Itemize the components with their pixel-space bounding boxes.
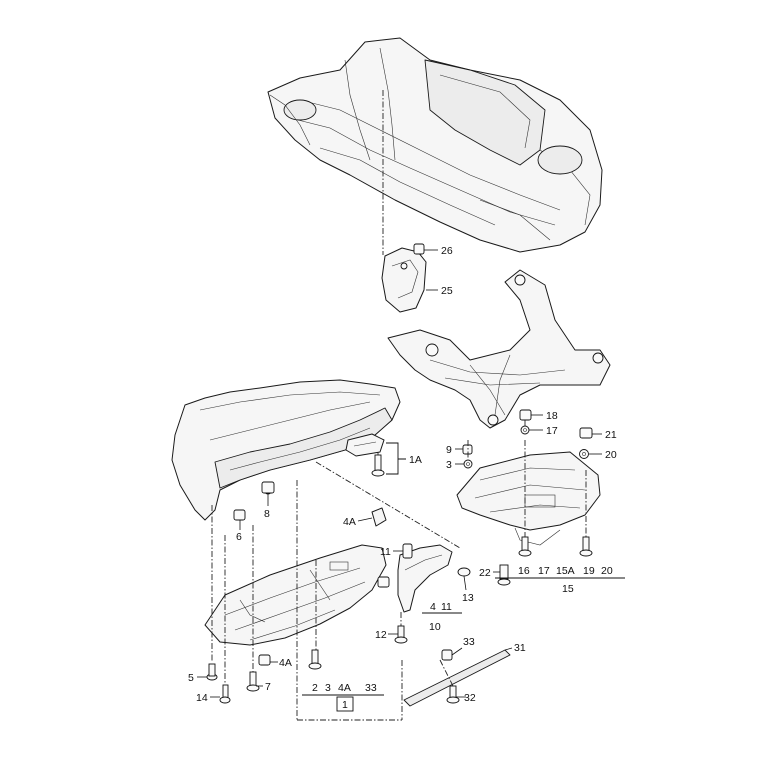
- clip-11: [402, 543, 413, 559]
- bracket-1A: [345, 433, 385, 457]
- group-brackets: [302, 442, 625, 696]
- screw-13: [457, 567, 471, 577]
- callout-4A-group: 4A: [338, 682, 351, 694]
- screw-14: [219, 684, 231, 704]
- callout-11: 11: [441, 601, 452, 613]
- seal-strip-31: [403, 649, 511, 707]
- screw-19: [579, 536, 593, 557]
- bolt-22: [497, 564, 511, 586]
- screw-2: [308, 649, 322, 670]
- washer-17: [520, 425, 530, 435]
- callout-15A: 15A: [556, 565, 575, 577]
- screw-1A: [371, 454, 385, 477]
- callout-1A: 1A: [409, 454, 422, 466]
- clip-33: [441, 649, 453, 661]
- callout-16: 16: [518, 565, 530, 577]
- leader-lines: [197, 249, 602, 698]
- assembly-lines: [211, 420, 587, 721]
- screw-12: [394, 625, 408, 644]
- washer-5: [206, 663, 218, 681]
- bracket-25: [381, 247, 427, 313]
- callout-7: 7: [265, 681, 271, 693]
- fasteners: [206, 409, 593, 704]
- underbody-panel-15: [456, 451, 601, 546]
- callout-22: 22: [479, 567, 491, 579]
- callout-labels: 26 25 18 17 21 20 9 3 1A 8 6 4A 11 22 13…: [188, 245, 617, 712]
- callout-1-box: [336, 696, 354, 712]
- callout-6: 6: [236, 531, 242, 543]
- callout-14: 14: [196, 692, 208, 704]
- washer-3: [463, 459, 473, 469]
- washer-20: [579, 449, 589, 459]
- callout-9: 9: [446, 444, 452, 456]
- side-panel-10: [397, 544, 453, 613]
- callout-32: 32: [464, 692, 476, 704]
- callout-2: 2: [312, 682, 318, 694]
- callout-15: 15: [562, 583, 574, 595]
- callout-4: 4: [430, 601, 436, 613]
- callout-21: 21: [605, 429, 617, 441]
- callout-31: 31: [514, 642, 526, 654]
- nut-26: [413, 243, 425, 255]
- callout-17-group: 17: [538, 565, 550, 577]
- screw-16: [518, 536, 532, 557]
- callout-26: 26: [441, 245, 453, 257]
- noise-insulation-tray-1: [204, 544, 387, 646]
- bracket-4A-top: [371, 507, 387, 527]
- callout-8: 8: [264, 508, 270, 520]
- callout-33-group: 33: [365, 682, 377, 694]
- clip-18: [519, 409, 532, 421]
- callout-10: 10: [429, 621, 441, 633]
- callout-12: 12: [375, 629, 387, 641]
- screw-7: [246, 671, 260, 692]
- callout-13: 13: [462, 592, 474, 604]
- callout-3: 3: [446, 459, 452, 471]
- callout-20: 20: [605, 449, 617, 461]
- nut-4A-left: [258, 654, 271, 666]
- callout-18: 18: [546, 410, 558, 422]
- vehicle-floor-pan: [267, 37, 603, 253]
- callout-5: 5: [188, 672, 194, 684]
- callout-33-side: 33: [463, 636, 475, 648]
- callout-4A-top: 4A: [343, 516, 356, 528]
- callout-17: 17: [546, 425, 558, 437]
- screw-32: [446, 685, 460, 704]
- clip-21: [579, 427, 593, 439]
- callout-3-group: 3: [325, 682, 331, 694]
- callout-20-group: 20: [601, 565, 613, 577]
- nut-9: [462, 444, 473, 455]
- bracket-4A-lower: [377, 576, 390, 588]
- callout-11-side: 11: [380, 546, 391, 558]
- callout-4A-left: 4A: [279, 657, 292, 669]
- subframe: [387, 269, 611, 429]
- callout-1: 1: [342, 699, 348, 711]
- clip-6: [233, 509, 246, 521]
- callout-19: 19: [583, 565, 595, 577]
- nut-8: [261, 481, 275, 494]
- front-bumper: [171, 379, 401, 521]
- callout-25: 25: [441, 285, 453, 297]
